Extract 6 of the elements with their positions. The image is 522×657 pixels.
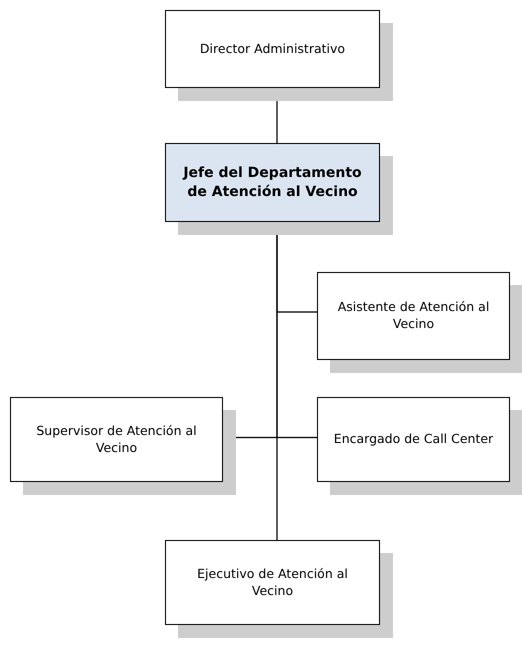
position-title: Encargado de Call Center bbox=[334, 431, 494, 448]
position-title: Director Administrativo bbox=[200, 40, 346, 58]
position-title: Asistente de Atención al Vecino bbox=[336, 299, 490, 333]
position-title: Jefe del Departamento de Atención al Vecino bbox=[182, 164, 363, 202]
position-title: Supervisor de Atención al Vecino bbox=[35, 422, 198, 456]
position-title: Ejecutivo de Atención al Vecino bbox=[196, 566, 349, 600]
